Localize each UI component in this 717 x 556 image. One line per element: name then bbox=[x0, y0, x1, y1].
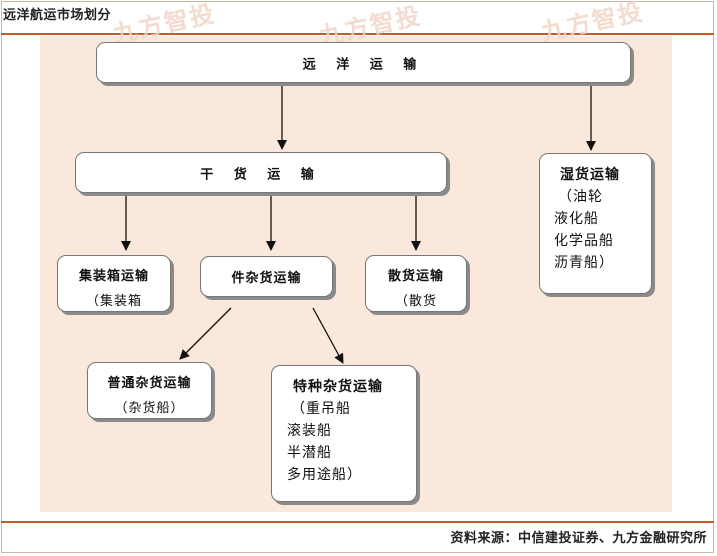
wet-cargo-item: 沥青船） bbox=[554, 255, 614, 271]
ordinary-general-sub: （杂货船） bbox=[114, 401, 185, 416]
special-general-cargo-box: 特种杂货运输 （重吊船 滚装船 半潜船 多用途船） bbox=[271, 365, 417, 502]
special-general-item: 半潜船 bbox=[287, 445, 332, 461]
special-general-item: 滚装船 bbox=[287, 423, 332, 439]
wet-cargo-item: （油轮 bbox=[558, 189, 603, 205]
container-label: 集装箱运输 bbox=[78, 269, 149, 284]
ordinary-general-label: 普通杂货运输 bbox=[107, 376, 192, 391]
special-general-label: 特种杂货运输 bbox=[293, 379, 383, 395]
root-ocean-transport-box: 远 洋 运 输 bbox=[96, 42, 631, 83]
special-general-item: 多用途船） bbox=[287, 467, 362, 483]
figure-title: 远洋航运市场划分 bbox=[3, 8, 112, 23]
wet-cargo-box: 湿货运输 （油轮 液化船 化学品船 沥青船） bbox=[539, 153, 652, 294]
arrow-general-to-ordinary bbox=[179, 307, 232, 360]
dry-cargo-box: 干 货 运 输 bbox=[75, 152, 447, 193]
bulk-label: 散货运输 bbox=[387, 269, 444, 284]
container-transport-box: 集装箱运输 （集装箱 bbox=[57, 255, 171, 312]
title-divider bbox=[1, 33, 714, 35]
wet-cargo-label: 湿货运输 bbox=[560, 167, 620, 183]
ordinary-general-cargo-box: 普通杂货运输 （杂货船） bbox=[87, 362, 212, 419]
arrow-general-to-special bbox=[312, 307, 344, 364]
source-note: 资料来源：中信建投证券、九方金融研究所 bbox=[450, 531, 707, 546]
bulk-sub: （散货 bbox=[394, 294, 437, 309]
general-cargo-label: 件杂货运输 bbox=[231, 271, 302, 286]
special-general-item: （重吊船 bbox=[291, 401, 351, 417]
dry-cargo-label: 干 货 运 输 bbox=[200, 167, 322, 182]
wet-cargo-item: 液化船 bbox=[554, 211, 599, 227]
bulk-cargo-box: 散货运输 （散货 bbox=[365, 255, 467, 312]
general-cargo-box: 件杂货运输 bbox=[200, 256, 333, 297]
container-sub: （集装箱 bbox=[85, 294, 142, 309]
root-label: 远 洋 运 输 bbox=[302, 57, 425, 72]
footer-divider bbox=[1, 521, 714, 523]
wet-cargo-item: 化学品船 bbox=[554, 233, 614, 249]
